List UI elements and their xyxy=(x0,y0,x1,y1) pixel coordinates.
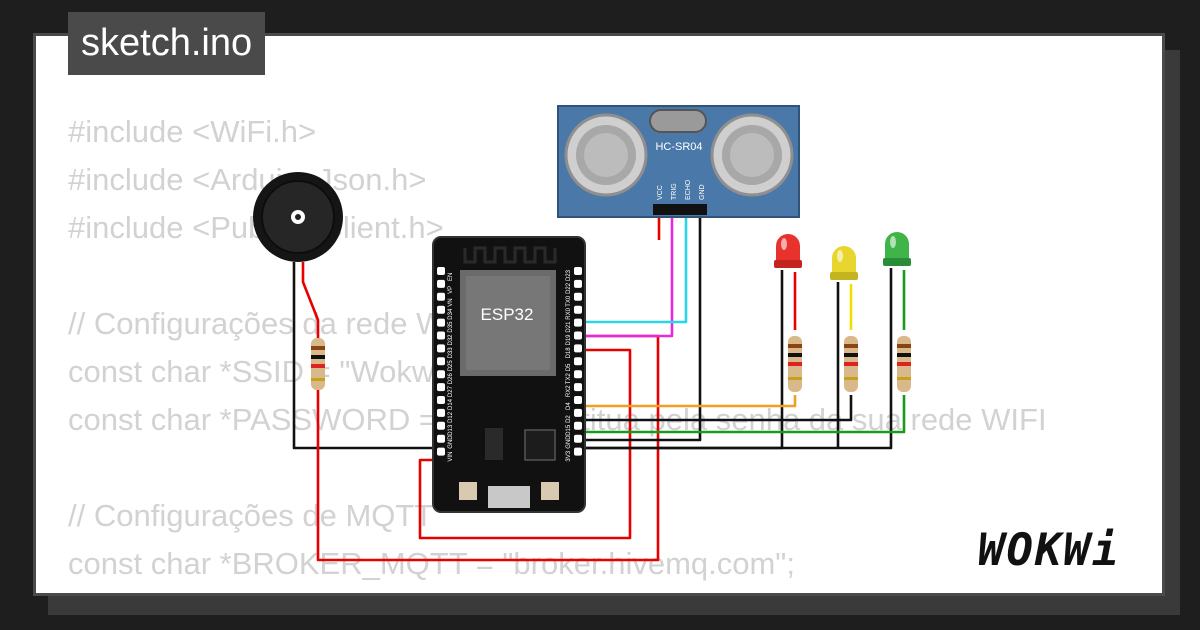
pin-tx2 xyxy=(574,370,582,379)
pin-en xyxy=(437,267,445,275)
pin-vp xyxy=(437,279,445,288)
pin-d32 xyxy=(437,331,445,340)
mcu-label: ESP32 xyxy=(481,305,534,324)
pin-rx0 xyxy=(574,305,582,314)
pin-d23 xyxy=(574,267,582,275)
pin-label-d4: D4 xyxy=(566,402,572,410)
pin-label-gnd: GND xyxy=(699,184,706,200)
pin-d4 xyxy=(574,396,582,404)
wire-echo xyxy=(585,213,688,324)
resistor-buzzer xyxy=(311,338,325,390)
pin-gnd xyxy=(574,434,582,443)
pin-label-d27: D27 xyxy=(448,385,454,397)
pin-label-vcc: VCC xyxy=(657,185,664,200)
pin-label-d19: D19 xyxy=(566,334,572,346)
pin-label-d32: D32 xyxy=(448,334,454,346)
sensor-label: HC-SR04 xyxy=(655,141,702,153)
wire-red-res xyxy=(585,395,797,408)
pin-3v3 xyxy=(574,447,582,456)
pin-label-d23: D23 xyxy=(566,269,572,281)
pin-d27 xyxy=(437,383,445,392)
pin-d19 xyxy=(574,331,582,340)
pin-d15 xyxy=(574,421,582,430)
pin-label-d14: D14 xyxy=(448,398,454,410)
pin-label-gnd: GND xyxy=(448,435,454,449)
pin-label-gnd: GND xyxy=(566,435,572,449)
pin-label-d26: D26 xyxy=(448,373,454,385)
led-yellow xyxy=(830,246,858,280)
pin-label-3v3: 3V3 xyxy=(566,450,572,461)
pin-vin xyxy=(437,447,445,456)
wire-vin xyxy=(418,348,632,540)
wire-yellow-res xyxy=(585,395,853,422)
pin-label-d35: D35 xyxy=(448,321,454,333)
resistor-red xyxy=(788,336,802,392)
pin-d22 xyxy=(574,279,582,288)
pin-label-d15: D15 xyxy=(566,424,572,436)
pin-label-d22: D22 xyxy=(566,282,572,294)
buzzer xyxy=(253,172,343,262)
pin-d13 xyxy=(437,421,445,430)
pin-label-vn: VN xyxy=(448,298,454,306)
pin-label-rx0: RX0 xyxy=(566,307,572,319)
pin-label-d34: D34 xyxy=(448,308,454,320)
file-tab[interactable]: sketch.ino xyxy=(68,12,266,75)
resistor-green xyxy=(897,336,911,392)
antenna-trace xyxy=(463,246,557,264)
pin-label-vin: VIN xyxy=(448,452,454,462)
pin-label-d13: D13 xyxy=(448,424,454,436)
right-pin-header: D23D22TX0RX0D21D19D18D5TX2RX2D4D2D15GND3… xyxy=(566,267,582,462)
pin-label-vp: VP xyxy=(448,286,454,294)
pin-label-tx2: TX2 xyxy=(566,373,572,385)
pin-gnd xyxy=(437,434,445,443)
wokwi-logo: WOKWi xyxy=(978,525,1121,576)
pin-tx0 xyxy=(574,292,582,301)
wire-green-res xyxy=(585,395,906,434)
pin-d25 xyxy=(437,357,445,366)
pin-d35 xyxy=(437,318,445,327)
pin-label-en: EN xyxy=(448,273,454,281)
pin-d12 xyxy=(437,408,445,417)
pin-label-d12: D12 xyxy=(448,411,454,423)
ultrasonic-sensor: HC-SR04 VCC TRIG ECHO GND xyxy=(557,105,800,218)
resistor-yellow xyxy=(844,336,858,392)
pin-label-d18: D18 xyxy=(566,347,572,359)
pin-rx2 xyxy=(574,383,582,392)
pin-d33 xyxy=(437,344,445,353)
wire-sensor-gnd xyxy=(585,213,702,442)
pin-label-trig: TRIG xyxy=(671,183,678,200)
pin-label-d21: D21 xyxy=(566,321,572,333)
wire-green-led xyxy=(585,268,893,450)
pin-label-d2: D2 xyxy=(566,415,572,423)
pin-d34 xyxy=(437,305,445,314)
led-green xyxy=(883,232,911,266)
pin-d26 xyxy=(437,370,445,379)
pin-d18 xyxy=(574,344,582,353)
pin-label-d25: D25 xyxy=(448,360,454,372)
pin-d14 xyxy=(437,396,445,404)
pin-d2 xyxy=(574,408,582,417)
pin-label-d33: D33 xyxy=(448,347,454,359)
wire-buzzer-gnd xyxy=(292,262,441,450)
pin-label-rx2: RX2 xyxy=(566,385,572,397)
pin-label-tx0: TX0 xyxy=(566,295,572,307)
pin-vn xyxy=(437,292,445,301)
pin-label-echo: ECHO xyxy=(685,179,692,200)
wire-trig xyxy=(585,213,674,338)
pin-d5 xyxy=(574,357,582,366)
esp32-board: ESP32 ENVPVND34D35D32D33D25D26D27D14D12D… xyxy=(432,236,586,513)
pin-label-d5: D5 xyxy=(566,363,572,371)
led-red xyxy=(774,234,802,268)
pin-d21 xyxy=(574,318,582,327)
